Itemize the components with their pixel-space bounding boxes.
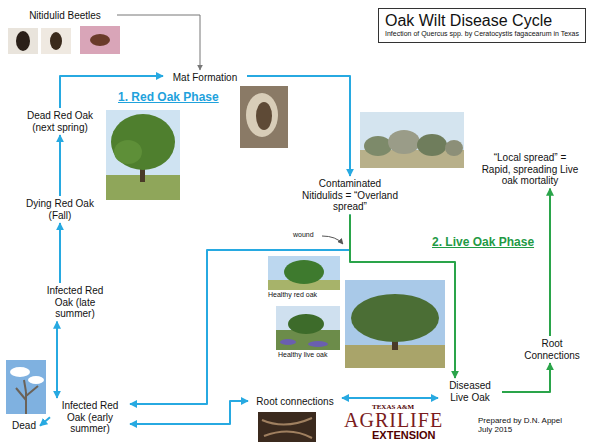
node-text: Dead xyxy=(10,420,38,432)
connector xyxy=(40,417,50,426)
tree-crown xyxy=(114,140,142,164)
text-label: Healthy red oak xyxy=(268,291,317,299)
node-text: Infected Red Oak (early summer) xyxy=(52,400,128,435)
text-label: Prepared by D.N. Appel July 2015 xyxy=(478,416,574,434)
photo-sky xyxy=(360,112,464,168)
photo-ground xyxy=(8,28,38,54)
connector xyxy=(59,135,61,196)
node-text: Dying Red Oak (Fall) xyxy=(21,198,99,221)
root-photo xyxy=(258,412,316,442)
healthy-red-oak-photo xyxy=(268,256,340,290)
node-text: Nitidulid Beetles xyxy=(15,10,115,22)
connector xyxy=(59,223,61,283)
title-box: Oak Wilt Disease CycleInfection of Querc… xyxy=(378,8,586,43)
live-oak-photo xyxy=(345,280,445,368)
beetle xyxy=(16,31,30,51)
flowers xyxy=(308,341,328,347)
local-spread-photo xyxy=(360,112,464,168)
node-text: Diseased Live Oak xyxy=(440,380,500,403)
connector xyxy=(549,189,551,337)
connector xyxy=(56,322,58,399)
connector xyxy=(502,363,550,392)
node-box: Dying Red Oak (Fall) xyxy=(19,196,101,223)
healthy-live-oak-photo xyxy=(276,306,340,350)
node-text: Dead Red Oak (next spring) xyxy=(20,110,100,133)
node-box: Contaminated Nitidulids = “Overland spre… xyxy=(300,176,400,215)
node-box: Mat Formation xyxy=(163,70,247,86)
cloud xyxy=(10,367,30,377)
connector xyxy=(130,215,350,405)
connector xyxy=(130,401,248,424)
tree-crown xyxy=(288,314,324,334)
flowers xyxy=(280,339,296,345)
roots xyxy=(262,418,312,438)
node-box: Infected Red Oak (late summer) xyxy=(38,283,112,322)
mat-photo xyxy=(240,86,288,148)
node-text: “Local spread” = Rapid, spreading Live o… xyxy=(479,152,581,187)
photo-sky xyxy=(276,306,340,350)
beetle xyxy=(50,32,62,50)
tree-crown xyxy=(351,294,439,342)
node-box: Diseased Live Oak xyxy=(438,378,502,405)
text-label: AGRILIFE xyxy=(344,409,443,432)
node-box: “Local spread” = Rapid, spreading Live o… xyxy=(477,150,583,189)
tree-crown xyxy=(417,134,447,156)
fungal-mat xyxy=(256,102,272,130)
text-label: EXTENSION xyxy=(372,429,436,442)
photo-sky xyxy=(106,110,180,200)
connector xyxy=(117,15,200,70)
connector xyxy=(342,397,438,399)
dead-branches xyxy=(16,380,38,414)
node-text: Infected Red Oak (late summer) xyxy=(40,285,110,320)
photo-sky xyxy=(345,280,445,368)
tree-crown xyxy=(388,130,420,154)
photo-sky xyxy=(6,360,46,414)
tree-crown xyxy=(111,114,175,170)
wound-leader xyxy=(322,236,343,244)
fungal-mat xyxy=(246,93,278,137)
photo-ground xyxy=(240,86,288,148)
node-text: Mat Formation xyxy=(165,72,245,84)
diagram-title: Oak Wilt Disease Cycle xyxy=(385,11,579,30)
node-box: Dead xyxy=(8,418,40,434)
node-box: Infected Red Oak (early summer) xyxy=(50,398,130,437)
text-label: 1. Red Oak Phase xyxy=(118,91,219,105)
node-box: Root Connections xyxy=(519,336,585,363)
red-oak-photo xyxy=(106,110,180,200)
photo-ground xyxy=(41,28,71,54)
photo-ground xyxy=(80,26,120,54)
tree-crown xyxy=(284,260,324,284)
tree-crown xyxy=(364,136,392,156)
node-text: Root connections xyxy=(250,396,340,408)
text-label: 2. Live Oak Phase xyxy=(432,236,534,250)
dead-oak-photo xyxy=(6,360,46,414)
node-text: Root Connections xyxy=(521,338,583,361)
tree-crown xyxy=(445,140,463,156)
cloud xyxy=(28,376,44,384)
photo-ground xyxy=(258,412,316,442)
text-label: wound xyxy=(293,231,314,239)
node-box: Dead Red Oak (next spring) xyxy=(18,108,102,135)
subtitle: Infection of Quercus spp. by Ceratocysti… xyxy=(385,30,579,38)
photo-sky xyxy=(268,256,340,290)
connector xyxy=(247,76,350,176)
beetle-photo xyxy=(8,26,120,54)
node-text: Contaminated Nitidulids = “Overland spre… xyxy=(302,178,398,213)
node-box: Root connections xyxy=(248,394,342,410)
node-box: Nitidulid Beetles xyxy=(13,8,117,24)
beetle xyxy=(90,34,110,46)
text-label: Healthy live oak xyxy=(278,351,327,359)
